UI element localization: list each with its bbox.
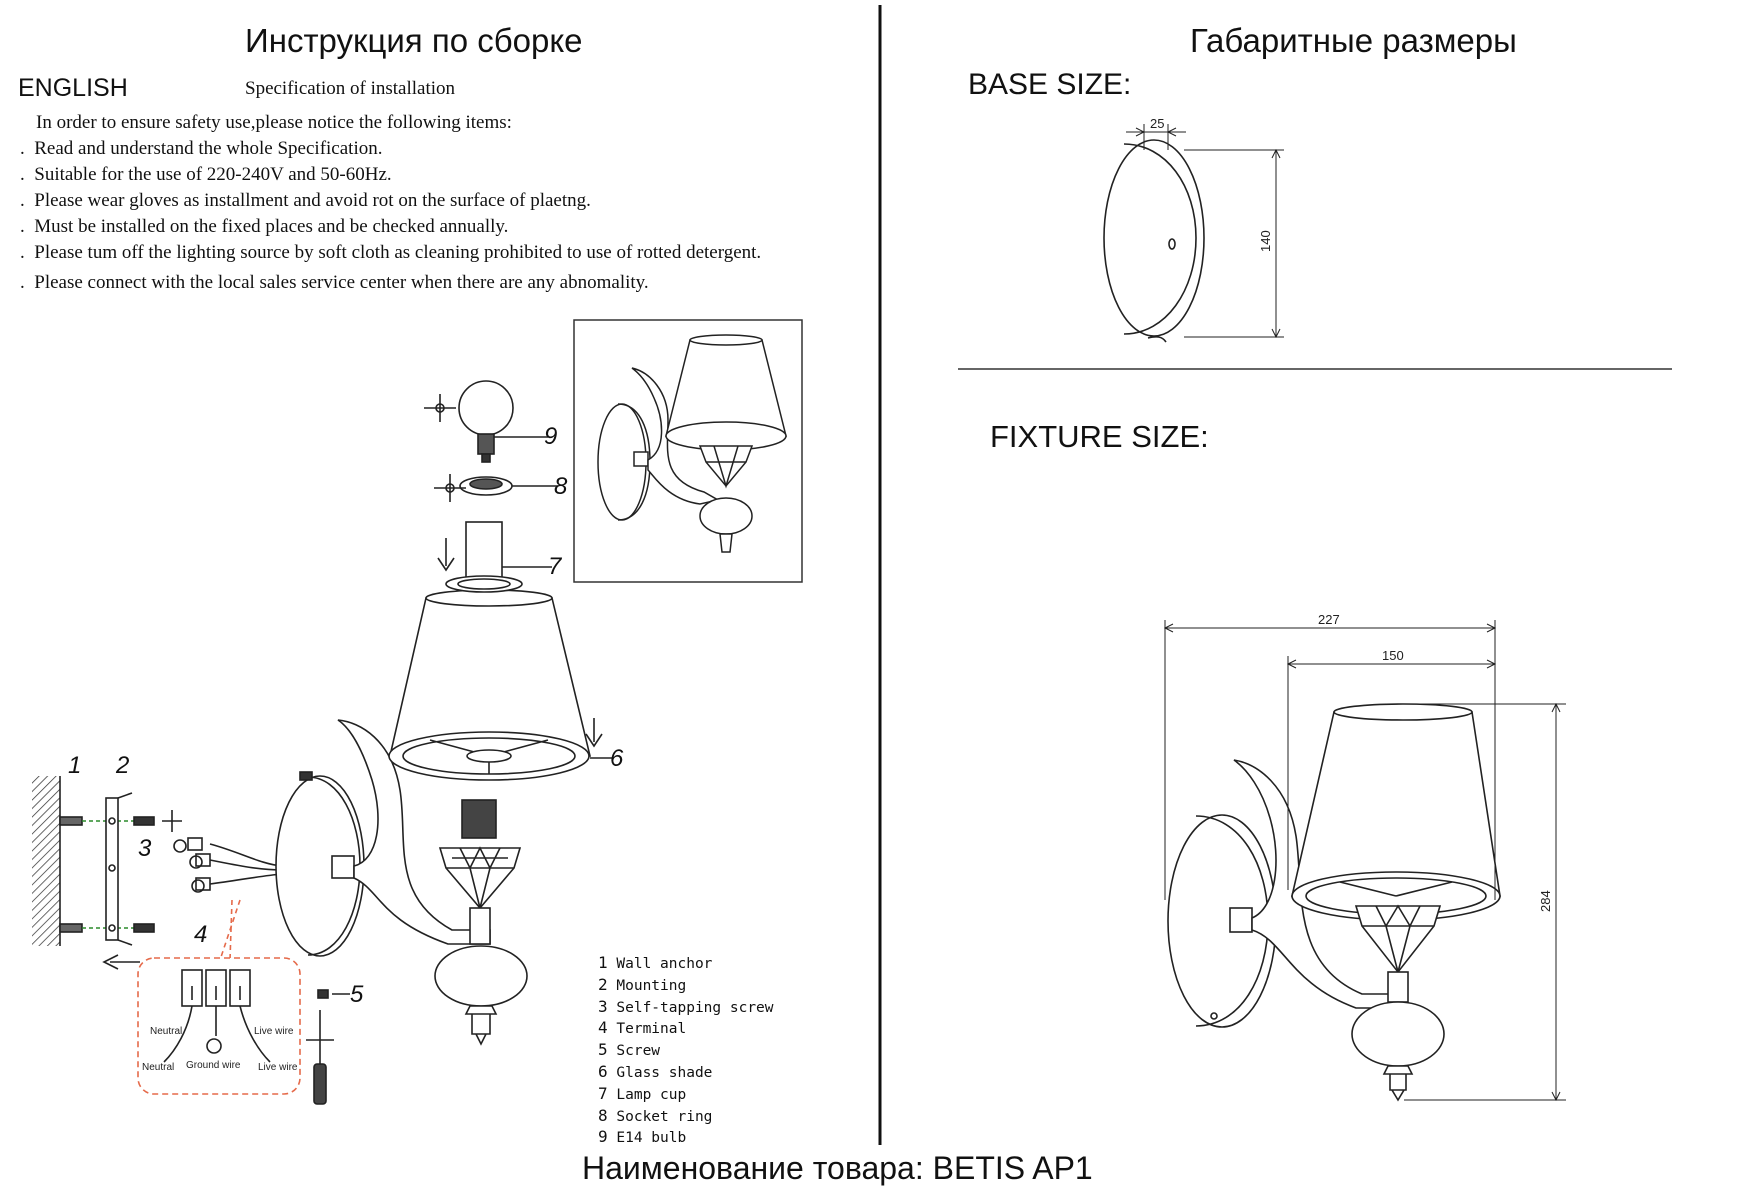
- instruction-item: . Please tum off the lighting source by …: [20, 242, 762, 263]
- legend-item: 9 E14 bulb: [598, 1127, 687, 1147]
- base-size-label: BASE SIZE:: [968, 68, 1132, 101]
- assembly-diagram: [32, 380, 612, 1105]
- legend-item: 5 Screw: [598, 1040, 661, 1060]
- product-name: Наименование товара: BETIS AP1: [582, 1150, 1093, 1186]
- screw-icon: [133, 810, 182, 933]
- arrow-down-icon: [437, 538, 455, 572]
- instruction-item: . Must be installed on the fixed places …: [20, 216, 509, 237]
- legend-item: 3 Self-tapping screw: [598, 996, 774, 1016]
- live-wire-label: Live wire: [254, 1026, 294, 1037]
- rotate-icon: [434, 474, 466, 502]
- intro-text: In order to ensure safety use,please not…: [36, 112, 512, 133]
- language-label: ENGLISH: [18, 74, 128, 102]
- spec-title: Specification of installation: [245, 78, 456, 99]
- dimensions-title: Габаритные размеры: [1190, 22, 1517, 59]
- legend-item: 1 Wall anchor: [598, 953, 713, 972]
- curved-arm: [337, 719, 491, 945]
- callout-9: 9: [544, 423, 557, 450]
- callout-6: 6: [610, 745, 624, 772]
- crystal-element: [438, 846, 522, 910]
- legend-item: 6 Glass shade: [598, 1061, 713, 1081]
- wall-anchor-icon: [59, 816, 83, 933]
- instruction-item: . Please connect with the local sales se…: [20, 272, 649, 293]
- base-depth-dimension: 25: [1150, 116, 1164, 131]
- callout-7: 7: [548, 553, 563, 580]
- legend-item: 7 Lamp cup: [598, 1083, 687, 1103]
- fixture-width-dimension: 227: [1318, 612, 1340, 627]
- screwdriver-icon: [306, 1010, 334, 1105]
- instruction-item: . Suitable for the use of 220-240V and 5…: [20, 164, 392, 185]
- callout-5: 5: [350, 981, 364, 1008]
- glass-shade: [388, 589, 592, 781]
- shade-width-dimension: 150: [1382, 648, 1404, 663]
- callout-3: 3: [138, 835, 152, 862]
- legend-item: 8 Socket ring: [598, 1105, 713, 1125]
- wall-hatch: [32, 776, 60, 946]
- safety-instructions: In order to ensure safety use,please not…: [20, 110, 850, 296]
- callout-1: 1: [68, 752, 81, 779]
- fixture-size-drawing: [1163, 620, 1566, 1102]
- neutral-label: Neutral: [150, 1026, 182, 1037]
- parts-legend: 1 Wall anchor 2 Mounting 3 Self-tapping …: [598, 953, 774, 1149]
- terminal-connector-icon: [173, 837, 211, 893]
- legend-item: 4 Terminal: [598, 1018, 687, 1038]
- ground-icon: [206, 1038, 222, 1054]
- callout-4: 4: [194, 921, 207, 948]
- rotate-icon: [424, 394, 456, 422]
- ground-wire-label: Ground wire: [186, 1060, 241, 1071]
- fixture-size-label: FIXTURE SIZE:: [990, 419, 1209, 454]
- neutral-label-2: Neutral: [142, 1062, 174, 1073]
- base-height-dimension: 140: [1258, 230, 1273, 252]
- callout-2: 2: [115, 752, 129, 779]
- callout-8: 8: [554, 473, 568, 500]
- ceramic-ball: [434, 945, 528, 1007]
- mounting-bracket-icon: [105, 792, 133, 946]
- instruction-item: . Read and understand the whole Specific…: [20, 138, 383, 159]
- bulb: [458, 380, 514, 463]
- arrow-left-icon: [102, 954, 140, 970]
- socket-ring: [459, 476, 513, 496]
- live-wire-label-2: Live wire: [258, 1062, 298, 1073]
- legend-item: 2 Mounting: [598, 974, 687, 994]
- instruction-item: . Please wear gloves as installment and …: [20, 190, 591, 211]
- screw-icon: [317, 989, 329, 999]
- fixture-height-dimension: 284: [1538, 890, 1553, 912]
- assembled-preview: [573, 319, 803, 583]
- base-size-drawing: [1103, 124, 1284, 343]
- lamp-cup: [445, 521, 523, 593]
- assembly-title: Инструкция по сборке: [245, 22, 583, 59]
- wiring-detail: [137, 899, 301, 1095]
- arrow-down-icon: [585, 718, 603, 748]
